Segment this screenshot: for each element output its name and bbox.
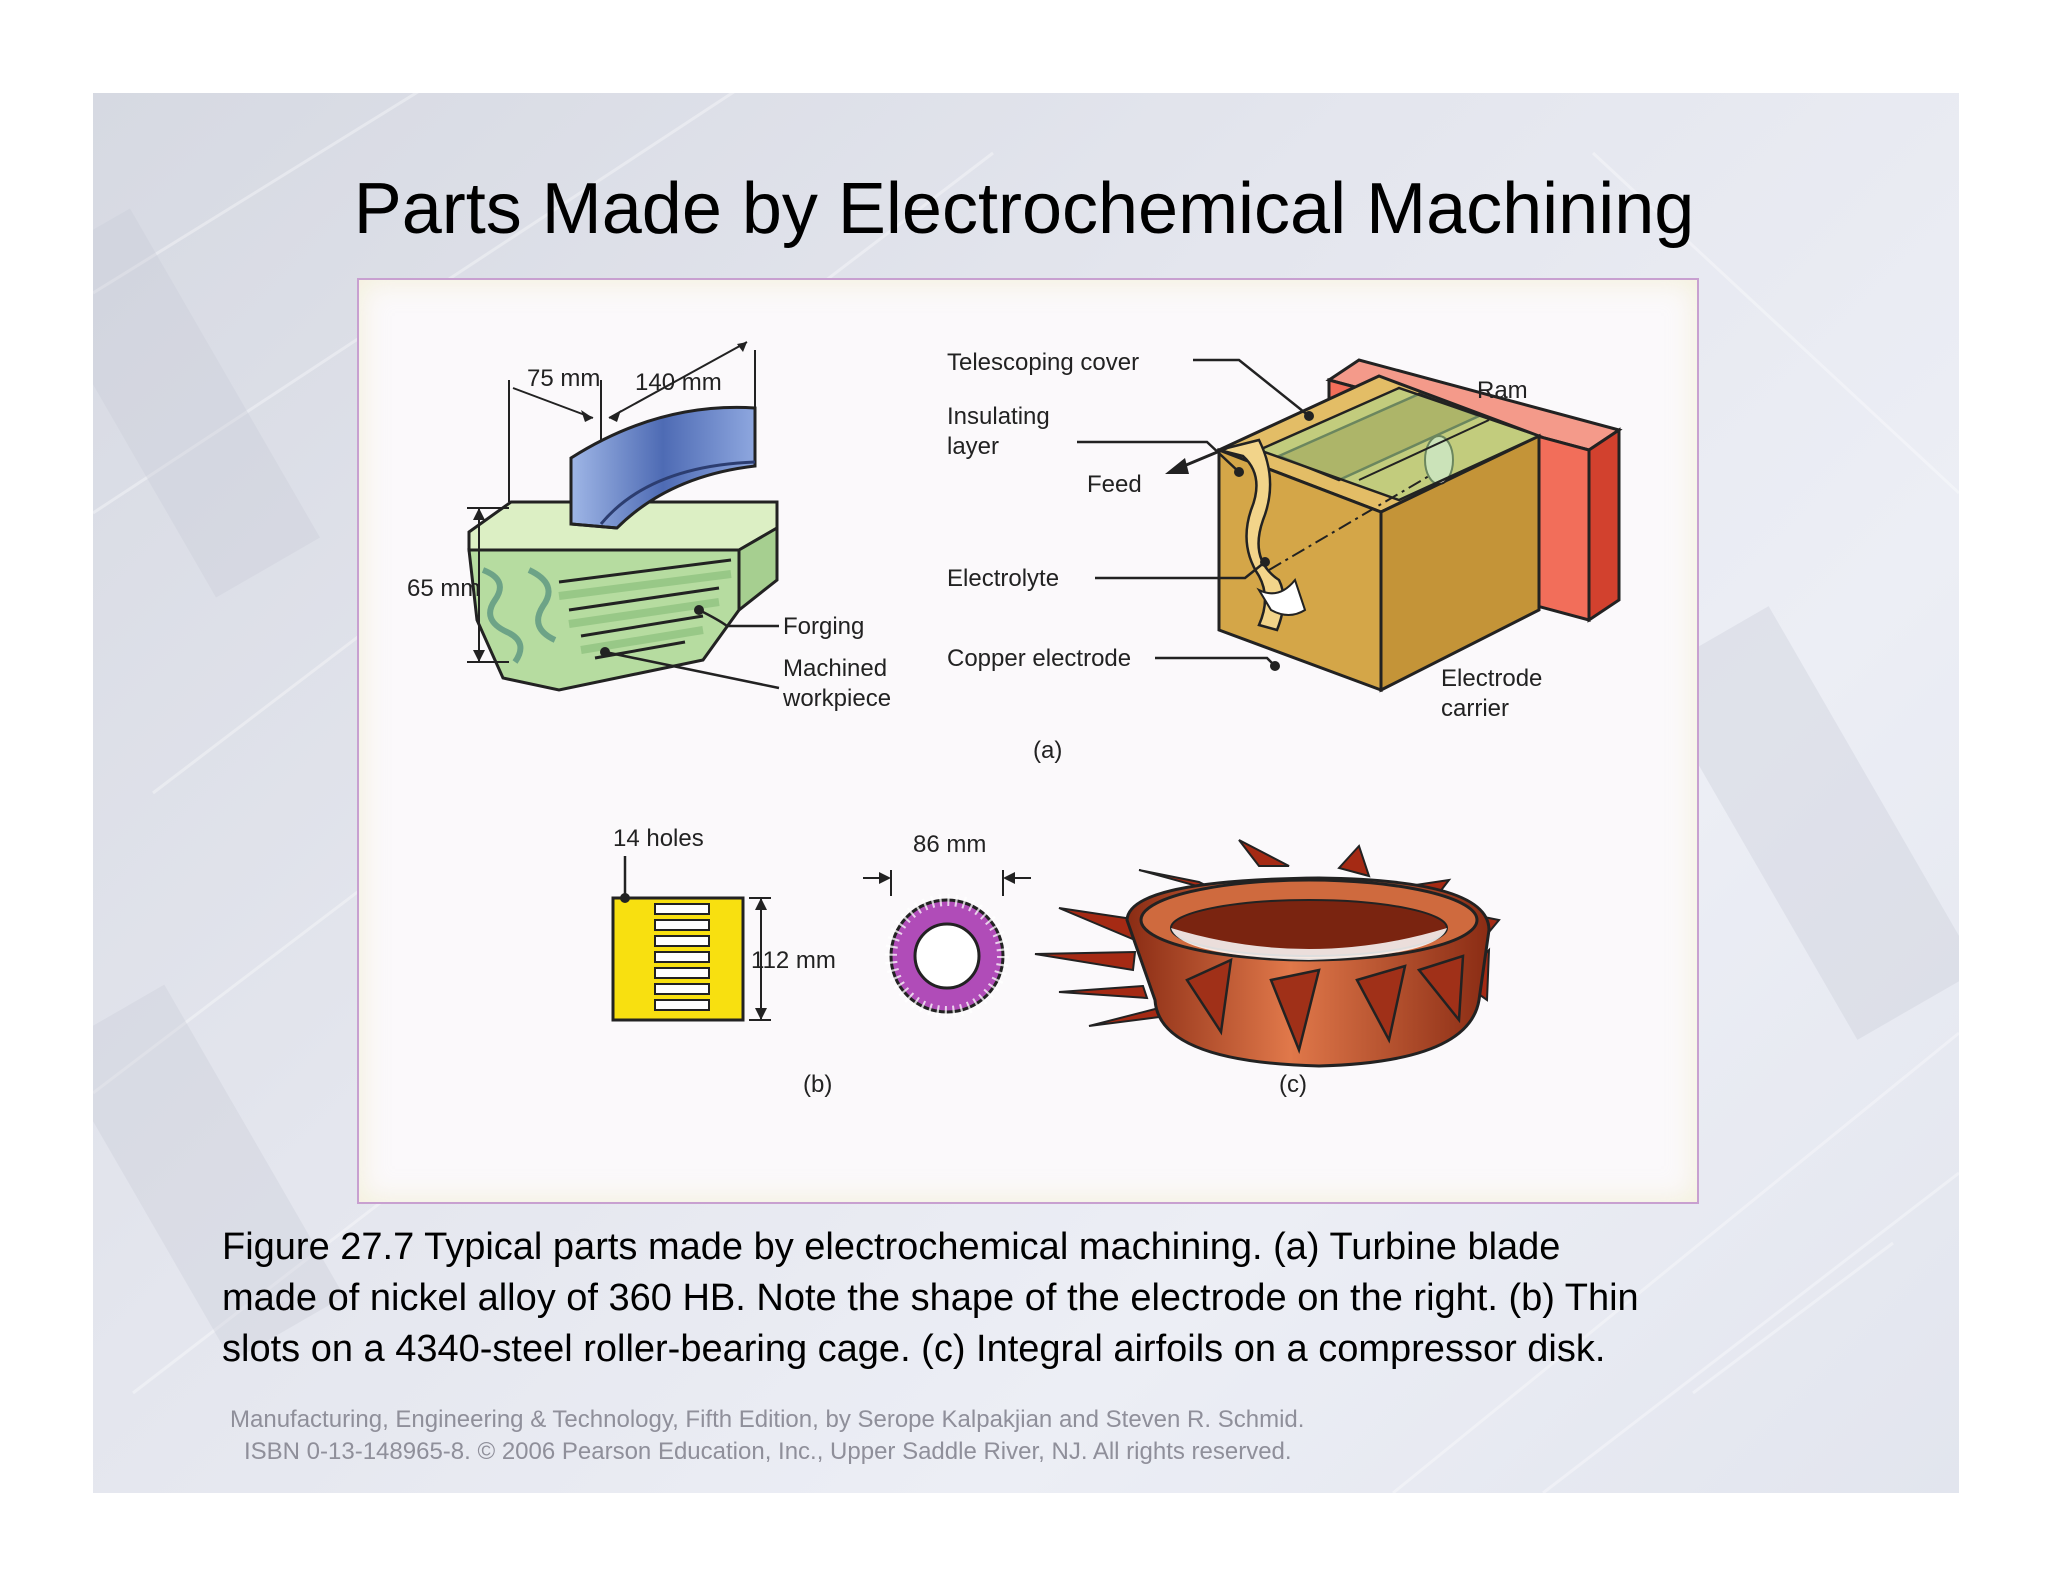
figure-caption: Figure 27.7 Typical parts made by electr… xyxy=(222,1222,1862,1375)
label-copper-electrode: Copper electrode xyxy=(947,645,1131,672)
ecm-parts-figure: 75 mm 140 mm 65 mm Forging Machined work… xyxy=(407,341,1623,1098)
label-part-b: (b) xyxy=(803,1071,832,1098)
label-layer: layer xyxy=(947,433,999,460)
background-pattern xyxy=(93,93,1959,1493)
telescoping-cover xyxy=(1255,386,1543,502)
label-86mm: 86 mm xyxy=(913,831,986,858)
label-14-holes: 14 holes xyxy=(613,825,704,852)
label-insulating: Insulating xyxy=(947,403,1050,430)
dim-140mm: 140 mm xyxy=(635,369,722,396)
dim-65mm: 65 mm xyxy=(407,575,480,602)
footer-line: Manufacturing, Engineering & Technology,… xyxy=(230,1406,1305,1433)
copyright-footer: Manufacturing, Engineering & Technology,… xyxy=(230,1404,1530,1468)
label-carrier: carrier xyxy=(1441,695,1509,722)
compressor-disk-drawing xyxy=(1034,839,1501,1068)
caption-line: Figure 27.7 Typical parts made by electr… xyxy=(222,1226,1561,1268)
label-machined: Machined xyxy=(783,655,887,682)
turbine-blade-drawing xyxy=(467,341,780,692)
electrode-assembly-drawing xyxy=(1077,358,1623,693)
label-workpiece: workpiece xyxy=(782,685,891,712)
label-feed: Feed xyxy=(1087,471,1142,498)
label-part-a: (a) xyxy=(1033,737,1062,764)
label-112mm: 112 mm xyxy=(751,947,836,974)
copper-electrode xyxy=(1218,438,1285,632)
label-electrode: Electrode xyxy=(1441,665,1542,692)
label-telescoping-cover: Telescoping cover xyxy=(947,349,1139,376)
label-forging: Forging xyxy=(783,613,864,640)
caption-line: slots on a 4340-steel roller-bearing cag… xyxy=(222,1328,1606,1370)
forging-side xyxy=(737,525,779,614)
bearing-cage-drawing xyxy=(611,856,1031,1022)
footer-line: ISBN 0-13-148965-8. © 2006 Pearson Educa… xyxy=(244,1438,1292,1465)
label-part-c: (c) xyxy=(1279,1071,1307,1098)
ram-side xyxy=(1587,427,1621,623)
dim-75mm: 75 mm xyxy=(527,365,600,392)
caption-line: made of nickel alloy of 360 HB. Note the… xyxy=(222,1277,1639,1319)
figure-panel: 75 mm 140 mm 65 mm Forging Machined work… xyxy=(357,278,1699,1204)
label-electrolyte: Electrolyte xyxy=(947,565,1059,592)
slide-title: Parts Made by Electrochemical Machining xyxy=(353,169,1695,249)
label-ram: Ram xyxy=(1477,377,1528,404)
